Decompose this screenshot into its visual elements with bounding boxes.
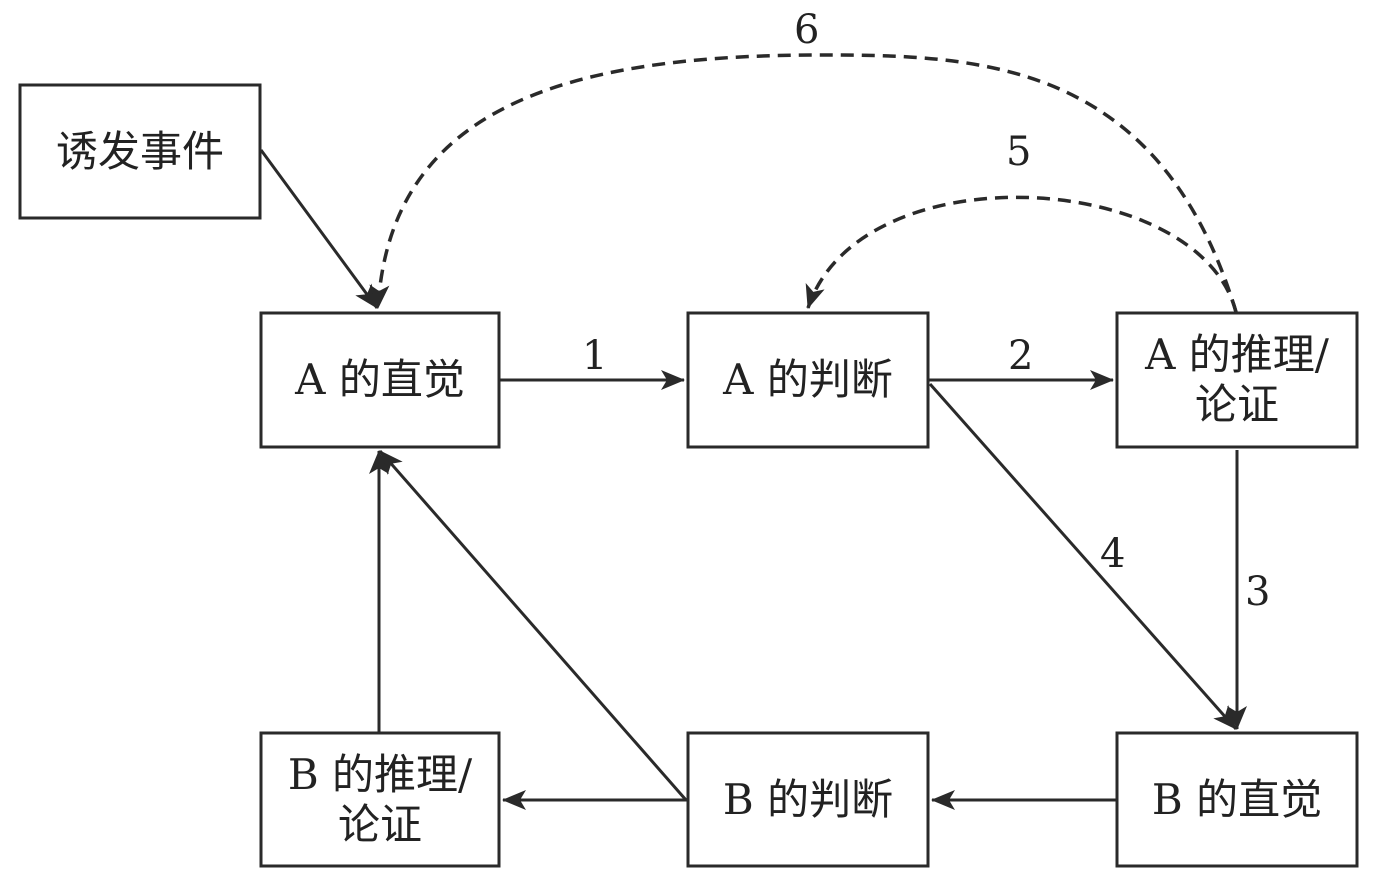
b-intuition-label: B 的直觉 (1151, 774, 1323, 824)
b-reasoning-box (259, 731, 501, 868)
edge-b-judgment-to-a-intuition (378, 450, 688, 801)
a-judgment-label: A 的判断 (723, 355, 893, 404)
edge-4 (928, 383, 1238, 730)
trigger-box (18, 83, 262, 220)
edge-label-1: 1 (582, 333, 608, 379)
b-judgment-label: B 的判断 (722, 774, 894, 824)
trigger-label: 诱发事件 (55, 126, 224, 176)
a-reasoning-box (1115, 311, 1359, 449)
edge-label-2: 2 (1008, 333, 1034, 379)
edge-label-5: 5 (1006, 129, 1032, 175)
a-reasoning-label-line1: A 的推理/ (1145, 330, 1329, 379)
b-reasoning-label-line1: B 的推理/ (287, 749, 473, 799)
a-reasoning-label: A 的推理/ 论证 (1117, 313, 1357, 447)
b-reasoning-label: B 的推理/ 论证 (261, 733, 499, 866)
edge-label-3: 3 (1245, 569, 1271, 615)
a-intuition-label: A 的直觉 (295, 355, 465, 404)
a-judgment-box (686, 311, 930, 449)
edge-trigger-to-a-intuition (259, 149, 379, 309)
b-reasoning-label-line2: 论证 (337, 799, 422, 849)
b-intuition-box (1115, 731, 1359, 868)
edge-label-4: 4 (1100, 531, 1126, 577)
a-intuition-box (259, 311, 501, 449)
edge-label-6: 6 (794, 7, 820, 53)
edge-5 (805, 195, 1238, 313)
edge-6 (369, 53, 1238, 313)
a-reasoning-label-line2: 论证 (1194, 380, 1279, 429)
